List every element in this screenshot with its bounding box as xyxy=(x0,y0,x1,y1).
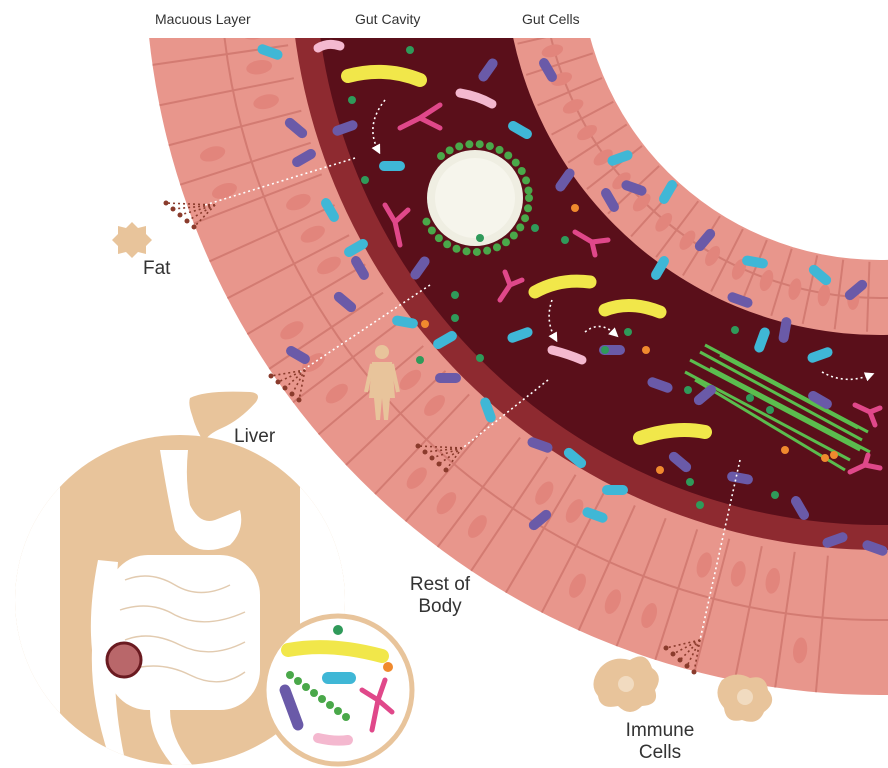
molecule-dot xyxy=(601,346,609,354)
molecule-dot xyxy=(561,236,569,244)
gut-cavity-label: Gut Cavity xyxy=(355,11,420,27)
molecule-dot xyxy=(476,354,484,362)
yellow-bacterium xyxy=(348,72,420,80)
bacteria-zoom-inset xyxy=(264,616,412,764)
molecule-dot xyxy=(781,446,789,454)
yellow-bacterium xyxy=(640,430,705,438)
molecule-dot xyxy=(656,466,664,474)
molecule-dot xyxy=(451,291,459,299)
rest-of-body-label: Rest of Body xyxy=(405,574,475,618)
molecule-dot xyxy=(421,320,429,328)
molecule-dot xyxy=(696,501,704,509)
immune-cells-label: Immune Cells xyxy=(618,720,702,764)
rod-bacterium xyxy=(435,373,461,383)
molecule-dot xyxy=(531,224,539,232)
gut-cells-label: Gut Cells xyxy=(522,11,580,27)
rod-bacterium xyxy=(602,485,628,495)
molecule-dot xyxy=(642,346,650,354)
molecule-dot xyxy=(624,328,632,336)
zoom-marker xyxy=(107,643,141,677)
molecule-dot xyxy=(686,478,694,486)
fat-cell-icon xyxy=(112,222,152,258)
rod-bacterium xyxy=(379,161,405,171)
molecule-dot xyxy=(771,491,779,499)
molecule-dot xyxy=(361,176,369,184)
liver-label: Liver xyxy=(234,426,275,448)
molecule-dot xyxy=(571,204,579,212)
fat-label: Fat xyxy=(143,258,170,280)
molecule-dot xyxy=(746,394,754,402)
molecule-dot xyxy=(684,386,692,394)
molecule-dot xyxy=(830,451,838,459)
molecule-dot xyxy=(348,96,356,104)
molecule-dot xyxy=(406,46,414,54)
pink-bacterium xyxy=(318,44,340,48)
molecule-dot xyxy=(416,356,424,364)
mucous-layer-label: Macuous Layer xyxy=(155,11,251,27)
yellow-bacterium xyxy=(605,305,660,312)
molecule-dot xyxy=(766,406,774,414)
molecule-dot xyxy=(731,326,739,334)
molecule-dot xyxy=(821,454,829,462)
molecule-dot xyxy=(451,314,459,322)
molecule-dot xyxy=(476,234,484,242)
